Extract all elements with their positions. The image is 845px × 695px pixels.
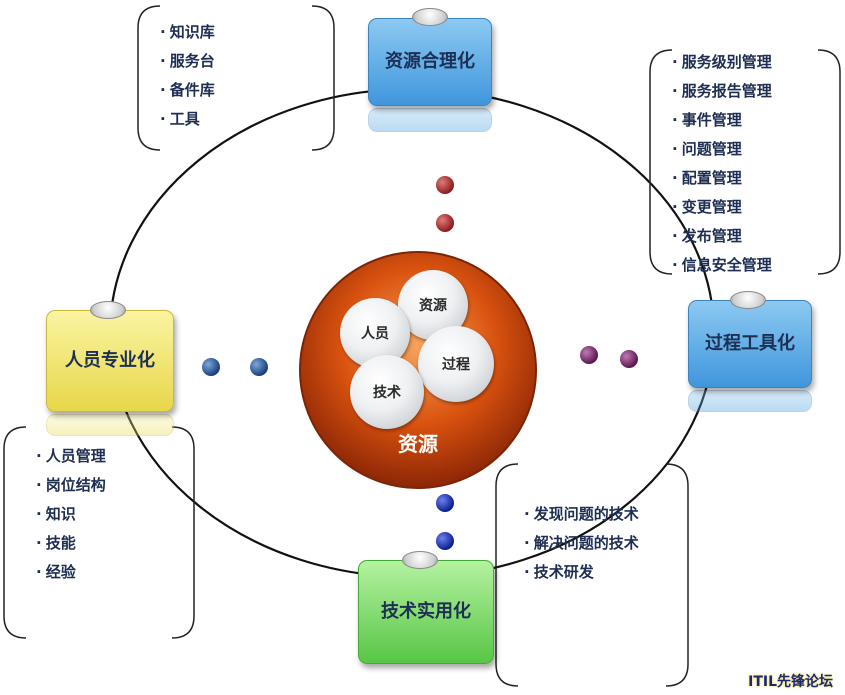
node-top-label: 资源合理化 xyxy=(385,51,475,72)
list-bottom: 发现问题的技术 解决问题的技术 技术研发 xyxy=(524,500,639,587)
list-item: 服务台 xyxy=(160,47,215,76)
bracket-right-right xyxy=(817,49,841,275)
list-top: 知识库 服务台 备件库 工具 xyxy=(160,18,215,134)
bracket-top-right xyxy=(311,5,335,151)
node-right-knob xyxy=(730,291,766,309)
node-technology-practicality: 技术实用化 xyxy=(358,560,494,664)
center-title: 资源 xyxy=(398,432,438,456)
dot-right-2 xyxy=(620,350,638,368)
dot-left-1 xyxy=(202,358,220,376)
node-bottom-knob xyxy=(402,551,438,569)
list-item: 备件库 xyxy=(160,76,215,105)
node-process-tooling: 过程工具化 xyxy=(688,300,812,388)
list-left: 人员管理 岗位结构 知识 技能 经验 xyxy=(36,442,106,587)
node-people-specialization: 人员专业化 xyxy=(46,310,174,412)
list-item: 发布管理 xyxy=(672,222,772,251)
list-item: 问题管理 xyxy=(672,135,772,164)
node-right-label: 过程工具化 xyxy=(705,333,795,354)
node-resource-rationalization: 资源合理化 xyxy=(368,18,492,106)
list-item: 人员管理 xyxy=(36,442,106,471)
list-item: 工具 xyxy=(160,105,215,134)
list-item: 经验 xyxy=(36,558,106,587)
bracket-left-left xyxy=(3,426,27,639)
bracket-right-left xyxy=(649,49,673,275)
bracket-left-right xyxy=(171,426,195,639)
node-bottom-label: 技术实用化 xyxy=(381,601,471,622)
dot-bottom-2 xyxy=(436,532,454,550)
list-right: 服务级别管理 服务报告管理 事件管理 问题管理 配置管理 变更管理 发布管理 信… xyxy=(672,48,772,280)
list-item: 发现问题的技术 xyxy=(524,500,639,529)
list-item: 服务报告管理 xyxy=(672,77,772,106)
node-left-reflection xyxy=(46,414,174,436)
list-item: 配置管理 xyxy=(672,164,772,193)
bubble-technology: 技术 xyxy=(350,355,424,429)
dot-left-2 xyxy=(250,358,268,376)
list-item: 知识库 xyxy=(160,18,215,47)
bracket-top-left xyxy=(137,5,161,151)
dot-bottom-1 xyxy=(436,494,454,512)
list-item: 技能 xyxy=(36,529,106,558)
list-item: 知识 xyxy=(36,500,106,529)
list-item: 岗位结构 xyxy=(36,471,106,500)
node-left-knob xyxy=(90,301,126,319)
dot-top-2 xyxy=(436,214,454,232)
footer-watermark: ITIL先锋论坛 xyxy=(748,674,833,690)
bubble-process: 过程 xyxy=(418,326,494,402)
bracket-bottom-right xyxy=(665,463,689,687)
list-item: 技术研发 xyxy=(524,558,639,587)
list-item: 信息安全管理 xyxy=(672,251,772,280)
list-item: 服务级别管理 xyxy=(672,48,772,77)
node-left-label: 人员专业化 xyxy=(65,350,155,371)
list-item: 解决问题的技术 xyxy=(524,529,639,558)
list-item: 事件管理 xyxy=(672,106,772,135)
list-item: 变更管理 xyxy=(672,193,772,222)
node-top-reflection xyxy=(368,108,492,132)
bracket-bottom-left xyxy=(495,463,519,687)
node-top-knob xyxy=(412,8,448,26)
node-right-reflection xyxy=(688,390,812,412)
dot-right-1 xyxy=(580,346,598,364)
dot-top-1 xyxy=(436,176,454,194)
